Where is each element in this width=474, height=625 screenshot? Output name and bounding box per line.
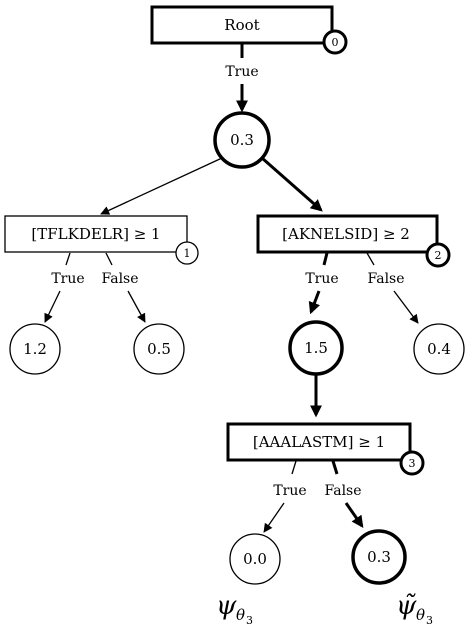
split-1-label: [TFLKDELR] ≥ 1 bbox=[31, 225, 160, 243]
psi-subscript: θ bbox=[236, 606, 245, 624]
psi-tilde-subsubscript: 3 bbox=[426, 614, 433, 625]
split-3-index-label: 3 bbox=[409, 457, 416, 470]
leaf-0-0-label: 0.0 bbox=[243, 550, 267, 568]
psi-subsubscript: 3 bbox=[246, 614, 253, 625]
psi-tilde-symbol: ψ̃ bbox=[396, 591, 417, 621]
leaf-0-5-label: 0.5 bbox=[147, 340, 171, 358]
root-node: Root 0 bbox=[150, 5, 348, 55]
edge-split2-to-leaf-c bbox=[393, 290, 419, 324]
edge-split3-false-stem bbox=[331, 460, 339, 475]
node-0-3-top: 0.3 bbox=[213, 111, 271, 169]
split-2-label: [AKNELSID] ≥ 2 bbox=[282, 225, 410, 243]
edge-split3-to-leaf-d bbox=[263, 502, 285, 533]
split-1-index-label: 1 bbox=[184, 247, 191, 260]
leaf-node-0-3-bottom: 0.3 bbox=[351, 529, 407, 585]
edge-split1-false-stem bbox=[105, 252, 113, 266]
psi-annotation: ψ θ 3 bbox=[216, 591, 253, 625]
edge-split1-to-leaf-b bbox=[127, 290, 146, 323]
psi-symbol: ψ bbox=[216, 591, 237, 621]
leaf-node-0-4: 0.4 bbox=[413, 323, 465, 375]
split-node-1: [TFLKDELR] ≥ 1 1 bbox=[4, 215, 199, 265]
leaf-0-4-label: 0.4 bbox=[427, 340, 451, 358]
node-0-3-top-label: 0.3 bbox=[230, 131, 254, 149]
edge-label-split1-true: True bbox=[51, 271, 84, 287]
split-node-3: [AAALASTM] ≥ 1 3 bbox=[226, 422, 425, 476]
root-index-label: 0 bbox=[332, 36, 339, 49]
edge-label-split1-false: False bbox=[101, 271, 138, 287]
psi-tilde-subscript: θ bbox=[416, 606, 425, 624]
leaf-0-3-bottom-label: 0.3 bbox=[367, 548, 391, 566]
edge-split1-true-stem bbox=[65, 252, 71, 266]
root-label: Root bbox=[224, 16, 259, 34]
split-1-index-badge bbox=[175, 241, 199, 265]
split-node-2: [AKNELSID] ≥ 2 2 bbox=[256, 214, 451, 268]
split-2-index-label: 2 bbox=[435, 249, 442, 262]
edge-n0-to-split1 bbox=[100, 157, 223, 215]
psi-tilde-annotation: ψ̃ θ 3 bbox=[396, 591, 433, 625]
split-3-index-badge bbox=[399, 450, 425, 476]
edge-label-root-true: True bbox=[225, 64, 258, 80]
edge-label-split2-false: False bbox=[367, 271, 404, 287]
leaf-1-2-label: 1.2 bbox=[23, 340, 47, 358]
edge-label-split2-true: True bbox=[305, 271, 338, 287]
edge-label-split3-false: False bbox=[324, 483, 361, 499]
edge-label-split3-true: True bbox=[273, 483, 306, 499]
node-1-5: 1.5 bbox=[288, 320, 344, 376]
split-2-index-badge bbox=[425, 242, 451, 268]
split-3-label: [AAALASTM] ≥ 1 bbox=[253, 433, 385, 451]
edge-split2-false-stem bbox=[366, 252, 375, 266]
edge-n0-to-split2 bbox=[261, 156, 323, 212]
leaf-node-0-0: 0.0 bbox=[229, 533, 281, 585]
edge-split2-to-n15 bbox=[308, 290, 321, 315]
node-1-5-label: 1.5 bbox=[304, 339, 328, 357]
leaf-node-1-2: 1.2 bbox=[9, 323, 61, 375]
edge-split2-true-stem bbox=[322, 252, 329, 266]
root-index-badge bbox=[322, 29, 348, 55]
edge-split3-to-leaf-e bbox=[344, 502, 364, 528]
edge-split3-true-stem bbox=[291, 460, 297, 475]
edge-split1-to-leaf-a bbox=[44, 290, 61, 323]
leaf-node-0-5: 0.5 bbox=[133, 323, 185, 375]
